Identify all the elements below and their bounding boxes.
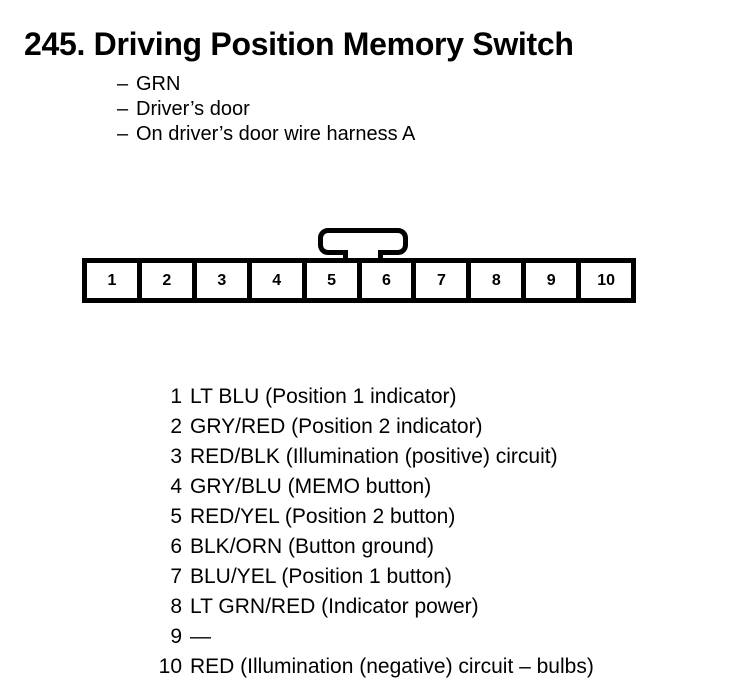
dash-marker: – [117,123,129,145]
legend-pin-number: 10 [158,655,182,678]
legend-pin-description: GRY/RED (Position 2 indicator) [190,415,483,438]
legend-pin-description: BLU/YEL (Position 1 button) [190,565,452,588]
legend-pin-description: — [190,625,211,648]
note-text: On driver’s door wire harness A [136,123,416,145]
pin-cell: 7 [416,263,467,298]
legend-row: 1 LT BLU (Position 1 indicator) [150,382,594,412]
legend-pin-description: GRY/BLU (MEMO button) [190,475,432,498]
pin-cell: 9 [526,263,577,298]
dash-marker: – [117,73,129,95]
legend-pin-number: 3 [170,445,182,468]
legend-pin-number: 6 [170,535,182,558]
note-item: – GRN [117,72,415,97]
pin-cell: 1 [87,263,137,298]
legend-row: 9 — [150,622,594,652]
notes-list: – GRN – Driver’s door – On driver’s door… [117,72,415,147]
legend-pin-number: 2 [170,415,182,438]
legend-row: 2 GRY/RED (Position 2 indicator) [150,412,594,442]
legend-pin-number: 7 [170,565,182,588]
legend-row: 7 BLU/YEL (Position 1 button) [150,562,594,592]
legend-row: 6 BLK/ORN (Button ground) [150,532,594,562]
legend-pin-number: 4 [170,475,182,498]
legend-pin-number: 5 [170,505,182,528]
legend-pin-description: LT GRN/RED (Indicator power) [190,595,479,618]
pin-cell: 4 [251,263,302,298]
legend-row: 10 RED (Illumination (negative) circuit … [150,652,594,682]
legend-pin-number: 9 [170,625,182,648]
page-title: 245. Driving Position Memory Switch [24,26,574,62]
pin-legend: 1 LT BLU (Position 1 indicator) 2 GRY/RE… [150,382,594,682]
pin-cell: 10 [581,263,632,298]
legend-pin-description: LT BLU (Position 1 indicator) [190,385,457,408]
latch-mouth [348,248,378,257]
legend-pin-description: RED/BLK (Illumination (positive) circuit… [190,445,558,468]
pin-cell: 3 [196,263,247,298]
dash-marker: – [117,98,129,120]
legend-row: 5 RED/YEL (Position 2 button) [150,502,594,532]
legend-pin-number: 8 [170,595,182,618]
pin-cell: 2 [141,263,192,298]
legend-row: 3 RED/BLK (Illumination (positive) circu… [150,442,594,472]
note-item: – On driver’s door wire harness A [117,122,415,147]
latch-stem-right [378,250,383,260]
pin-cell: 8 [471,263,522,298]
legend-row: 4 GRY/BLU (MEMO button) [150,472,594,502]
legend-pin-description: RED (Illumination (negative) circuit – b… [190,655,594,678]
pin-cell: 5 [306,263,357,298]
connector-diagram: 1 2 3 4 5 6 7 8 9 10 [82,228,636,303]
pin-cell: 6 [361,263,412,298]
legend-row: 8 LT GRN/RED (Indicator power) [150,592,594,622]
legend-pin-number: 1 [170,385,182,408]
latch-stem-left [343,250,348,260]
connector-pin-body: 1 2 3 4 5 6 7 8 9 10 [82,258,636,303]
legend-pin-description: BLK/ORN (Button ground) [190,535,434,558]
note-text: GRN [136,73,181,95]
note-item: – Driver’s door [117,97,415,122]
note-text: Driver’s door [136,98,250,120]
legend-pin-description: RED/YEL (Position 2 button) [190,505,456,528]
connector-latch-tab-icon [318,228,408,260]
